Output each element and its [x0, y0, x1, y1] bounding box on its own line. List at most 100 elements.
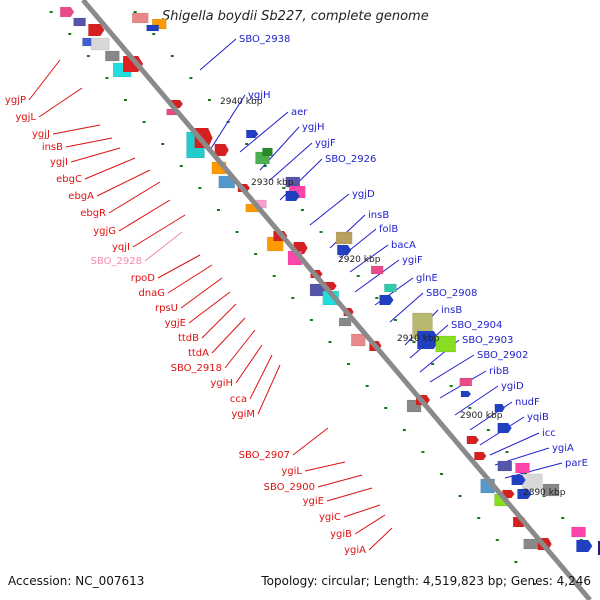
- reverse-gene-label-ygil[interactable]: ygiL: [281, 466, 302, 477]
- tick-mark: [495, 539, 499, 541]
- tick-mark: [235, 231, 239, 233]
- leader-line: [52, 124, 101, 135]
- tick-mark: [458, 495, 462, 497]
- reverse-gene-label-sbo-2907[interactable]: SBO_2907: [239, 450, 290, 461]
- forward-gene-label-nudf[interactable]: nudF: [515, 397, 540, 408]
- tick-mark: [300, 209, 304, 211]
- forward-gene-label-baca[interactable]: bacA: [391, 240, 416, 251]
- gene-arrow: [494, 404, 505, 412]
- reverse-gene-label-ygih[interactable]: ygiH: [210, 378, 233, 389]
- leader-line: [28, 59, 61, 101]
- gene-block: [73, 17, 86, 27]
- forward-gene-label-ygid[interactable]: ygiD: [501, 381, 524, 392]
- forward-gene-label-yqib[interactable]: yqiB: [527, 412, 549, 423]
- reverse-gene-label-ttdb[interactable]: ttdB: [178, 333, 199, 344]
- leader-line: [38, 87, 83, 118]
- reverse-gene-label-ygim[interactable]: ygiM: [231, 409, 255, 420]
- forward-gene-label-pare[interactable]: parE: [565, 458, 588, 469]
- reverse-gene-label-ttda[interactable]: ttdA: [188, 348, 209, 359]
- forward-gene-label-glne[interactable]: glnE: [416, 273, 438, 284]
- reverse-gene-label-ygjj[interactable]: ygjJ: [32, 129, 50, 140]
- scale-label-2940-kbp: 2940 kbp: [220, 97, 263, 107]
- reverse-gene-label-yqji[interactable]: yqjI: [112, 242, 130, 253]
- gene-block: [131, 12, 149, 24]
- tick-mark: [365, 385, 369, 387]
- genome-summary: Topology: circular; Length: 4,519,823 bp…: [261, 574, 591, 588]
- reverse-gene-label-ygie[interactable]: ygiE: [303, 496, 324, 507]
- reverse-gene-label-ygjp[interactable]: ygjP: [5, 95, 26, 106]
- tick-mark: [282, 187, 286, 189]
- leader-line: [65, 137, 113, 148]
- rna-gene-label-sbo-2928[interactable]: SBO_2928: [91, 256, 142, 267]
- gene-block: [335, 231, 353, 245]
- gene-arrow: [246, 130, 259, 138]
- reverse-gene-label-ygji[interactable]: ygjI: [50, 157, 68, 168]
- reverse-gene-label-dnag[interactable]: dnaG: [138, 288, 165, 299]
- forward-gene-label-ygia[interactable]: ygiA: [552, 443, 574, 454]
- leader-line: [180, 277, 223, 309]
- forward-gene-label-sbo-2938[interactable]: SBO_2938: [239, 34, 290, 45]
- forward-gene-label-ygjh[interactable]: ygjH: [302, 122, 325, 133]
- gene-arrow: [497, 423, 512, 433]
- minor-ticks: [49, 11, 583, 585]
- leader-line: [257, 364, 281, 415]
- forward-gene-label-sbo-2926[interactable]: SBO_2926: [325, 154, 376, 165]
- reverse-gene-label-ygjl[interactable]: ygjL: [15, 112, 36, 123]
- reverse-gene-label-cca[interactable]: cca: [230, 394, 247, 405]
- genome-backbone: [81, 0, 592, 600]
- tick-mark: [179, 165, 183, 167]
- reverse-gene-label-ygic[interactable]: ygiC: [319, 512, 341, 523]
- leader-line: [368, 527, 393, 551]
- reverse-gene-label-ebgr[interactable]: ebgR: [80, 208, 106, 219]
- leader-line: [211, 317, 246, 354]
- reverse-gene-label-rpod[interactable]: rpoD: [131, 273, 156, 284]
- reverse-gene-label-ygib[interactable]: ygiB: [330, 529, 352, 540]
- reverse-gene-label-ygje[interactable]: ygjE: [165, 318, 186, 329]
- reverse-gene-label-ebgc[interactable]: ebgC: [56, 174, 82, 185]
- gene-arrow: [417, 331, 440, 349]
- forward-gene-label-insb[interactable]: insB: [368, 210, 389, 221]
- forward-gene-label-ygjf[interactable]: ygjF: [315, 138, 336, 149]
- leader-line: [157, 254, 201, 279]
- tick-mark: [170, 55, 174, 57]
- reverse-gene-label-sbo-2900[interactable]: SBO_2900: [264, 482, 315, 493]
- tick-mark: [440, 473, 444, 475]
- gene-arrow: [379, 295, 394, 305]
- gene-arrow: [466, 436, 479, 444]
- reverse-gene-label-ygjg[interactable]: ygjG: [93, 226, 116, 237]
- gene-block: [497, 460, 513, 472]
- leader-line: [304, 461, 346, 472]
- forward-gene-label-sbo-2903[interactable]: SBO_2903: [462, 335, 513, 346]
- forward-gene-label-ygjh[interactable]: ygjH: [248, 90, 271, 101]
- forward-gene-label-ribb[interactable]: ribB: [489, 366, 509, 377]
- reverse-gene-label-rpsu[interactable]: rpsU: [155, 303, 178, 314]
- tick-mark: [124, 99, 127, 101]
- tick-mark: [161, 143, 165, 145]
- forward-gene-label-aer[interactable]: aer: [291, 107, 308, 118]
- tick-mark: [319, 231, 323, 233]
- reverse-gene-label-sbo-2918[interactable]: SBO_2918: [171, 363, 222, 374]
- forward-gene-label-folb[interactable]: folB: [379, 224, 398, 235]
- forward-gene-label-sbo-2908[interactable]: SBO_2908: [426, 288, 477, 299]
- reverse-gene-label-ygia[interactable]: ygiA: [344, 545, 366, 556]
- reverse-gene-label-ebga[interactable]: ebgA: [68, 191, 94, 202]
- scale-label-2910-kbp: 2910 kbp: [397, 334, 440, 344]
- tick-mark: [561, 517, 565, 519]
- accession-label: Accession: NC_007613: [8, 574, 145, 588]
- tick-mark: [514, 561, 518, 563]
- leader-line: [469, 401, 513, 431]
- forward-gene-label-sbo-2902[interactable]: SBO_2902: [477, 350, 528, 361]
- forward-gene-label-insb[interactable]: insB: [441, 305, 462, 316]
- forward-gene-label-ygif[interactable]: ygiF: [402, 255, 423, 266]
- forward-gene-label-sbo-2904[interactable]: SBO_2904: [451, 320, 502, 331]
- gene-arrow: [511, 475, 526, 485]
- reverse-gene-label-insb[interactable]: insB: [42, 142, 63, 153]
- gene-block: [459, 377, 473, 387]
- forward-gene-label-ygjd[interactable]: ygjD: [352, 189, 375, 200]
- gene-block: [105, 50, 120, 62]
- forward-gene-label-icc[interactable]: icc: [542, 428, 556, 439]
- map-title: Shigella boydii Sb227, complete genome: [162, 9, 429, 24]
- gene-arrow: [60, 7, 75, 17]
- leader-line: [239, 111, 289, 153]
